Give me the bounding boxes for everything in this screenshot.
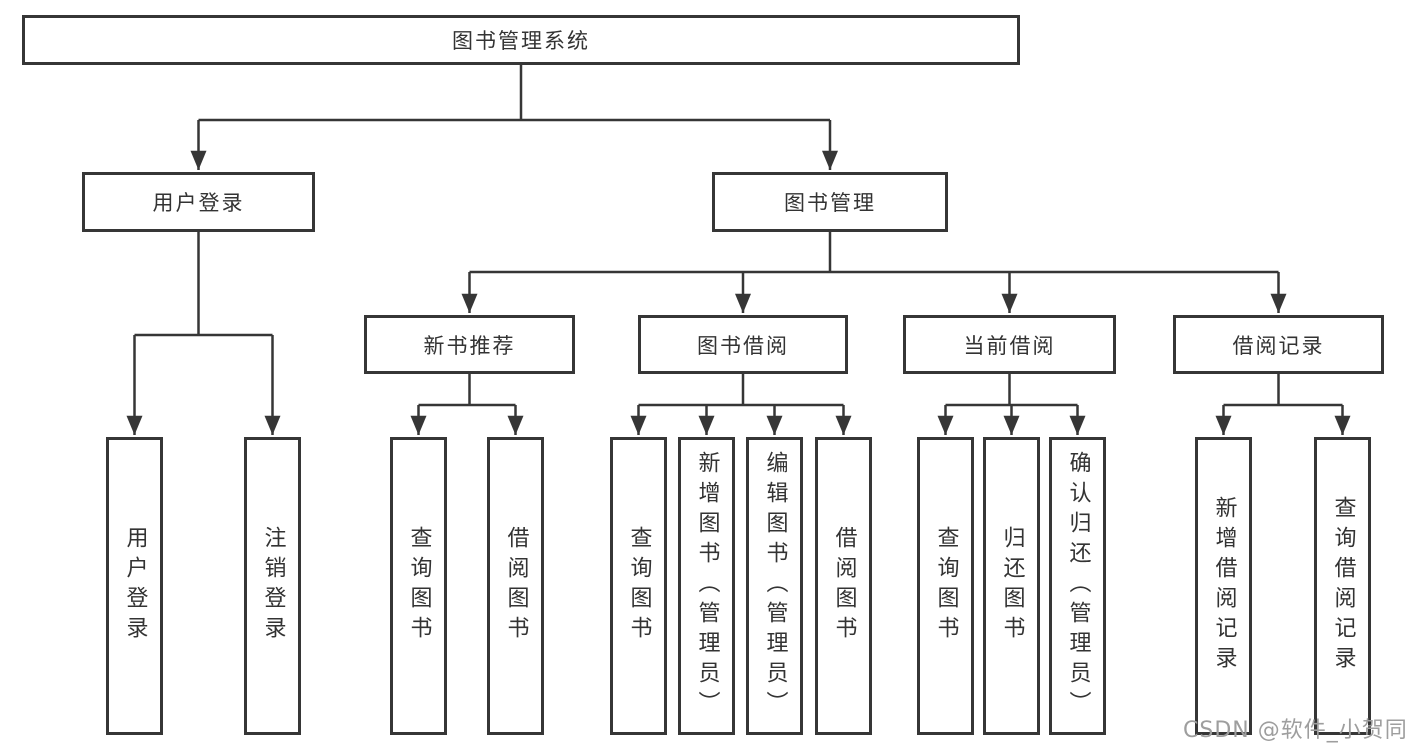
leaf-nb-query-books: 查询图书 — [390, 437, 447, 735]
branch-root — [198, 64, 830, 122]
leaf-cb-return-books: 归还图书 — [983, 437, 1040, 735]
leaf-br-query-record: 查询借阅记录 — [1314, 437, 1371, 735]
node-user-login: 用户登录 — [82, 172, 315, 232]
node-book-management-system: 图书管理系统 — [22, 15, 1020, 65]
node-new-book-recommend: 新书推荐 — [364, 315, 575, 374]
leaf-nb-borrow-books: 借阅图书 — [487, 437, 544, 735]
leaf-logout: 注销登录 — [244, 437, 301, 735]
branch-user-login — [134, 232, 273, 337]
leaf-cb-query-books: 查询图书 — [917, 437, 974, 735]
node-borrow-records: 借阅记录 — [1173, 315, 1384, 374]
branch-borrow-records — [1223, 374, 1343, 407]
leaf-user-login: 用户登录 — [106, 437, 163, 735]
node-book-management: 图书管理 — [712, 172, 948, 232]
branch-new-book — [418, 374, 516, 407]
node-current-borrow: 当前借阅 — [903, 315, 1116, 374]
branch-book-mgmt — [469, 232, 1279, 274]
csdn-watermark: CSDN @软件_小贺同学 — [1183, 718, 1405, 743]
leaf-cb-confirm-return-admin: 确认归还（管理员） — [1049, 437, 1106, 735]
leaf-bb-add-books-admin: 新增图书（管理员） — [678, 437, 735, 735]
leaf-br-add-record: 新增借阅记录 — [1195, 437, 1252, 735]
branch-book-borrow — [638, 374, 844, 407]
leaf-bb-edit-books-admin: 编辑图书（管理员） — [746, 437, 803, 735]
leaf-bb-query-books: 查询图书 — [610, 437, 667, 735]
branch-current-borrow — [945, 374, 1078, 407]
node-book-borrow: 图书借阅 — [638, 315, 848, 374]
leaf-bb-borrow-books: 借阅图书 — [815, 437, 872, 735]
